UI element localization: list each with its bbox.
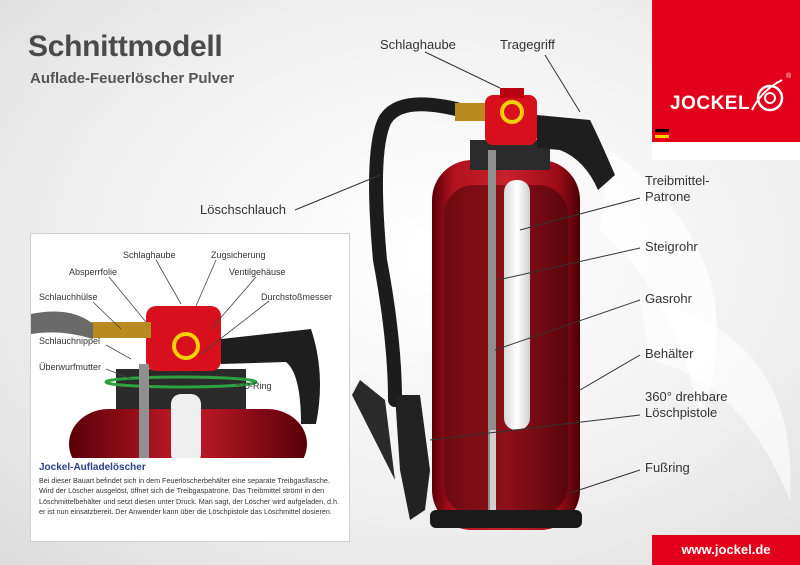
inset-label-schlaghaube: Schlaghaube [123,250,176,260]
inset-label-zugsicherung: Zugsicherung [211,250,266,260]
label-treibmittel-line1: Treibmittel- [645,173,710,188]
inset-label-ueberwurfmutter: Überwurfmutter [39,362,102,372]
inset-label-schlauchhuelse: Schlauchhülse [39,292,98,302]
label-loeschschlauch: Löschschlauch [200,202,286,217]
brand-claim: Wir in Deutschland! [674,126,778,138]
website-link[interactable]: www.jockel.de [652,535,800,565]
label-pistole-line1: 360° drehbare [645,389,728,404]
brand-name: JOCKEL [670,93,751,114]
inset-label-absperrfolie: Absperrfolie [69,267,118,277]
label-pistole-line2: Löschpistole [645,405,718,420]
inset-body: Bei dieser Bauart befindet sich in dem F… [39,476,340,517]
inset-label-schlauchnippel: Schlauchnippel [39,336,101,346]
inset-description: Jockel-Aufladelöscher Bei dieser Bauart … [31,458,349,541]
german-flag-icon [655,129,669,138]
page-title: Schnittmodell [28,30,223,63]
inset-label-oring: O-Ring [243,381,272,391]
inset-label-ventilgehaeuse: Ventilgehäuse [229,267,286,277]
label-gasrohr: Gasrohr [645,291,692,306]
page-subtitle: Auflade-Feuerlöscher Pulver [30,70,235,87]
label-steigrohr: Steigrohr [645,239,698,254]
inset-illustration [31,259,320,464]
jockel-logo-icon: ® [751,72,792,112]
label-fussring: Fußring [645,460,690,475]
brand-panel: ® JOCKEL [652,0,800,160]
brand-claim-strip [652,142,800,160]
detail-inset: Schlaghaube Zugsicherung Absperrfolie Ve… [30,233,350,542]
label-behaelter: Behälter [645,346,694,361]
label-schlaghaube: Schlaghaube [380,37,456,52]
label-treibmittel-line2: Patrone [645,189,691,204]
inset-label-durchstossmesser: Durchstoßmesser [261,292,333,302]
svg-text:®: ® [786,72,792,80]
label-tragegriff: Tragegriff [500,37,555,52]
inset-heading: Jockel-Aufladelöscher [39,462,146,473]
